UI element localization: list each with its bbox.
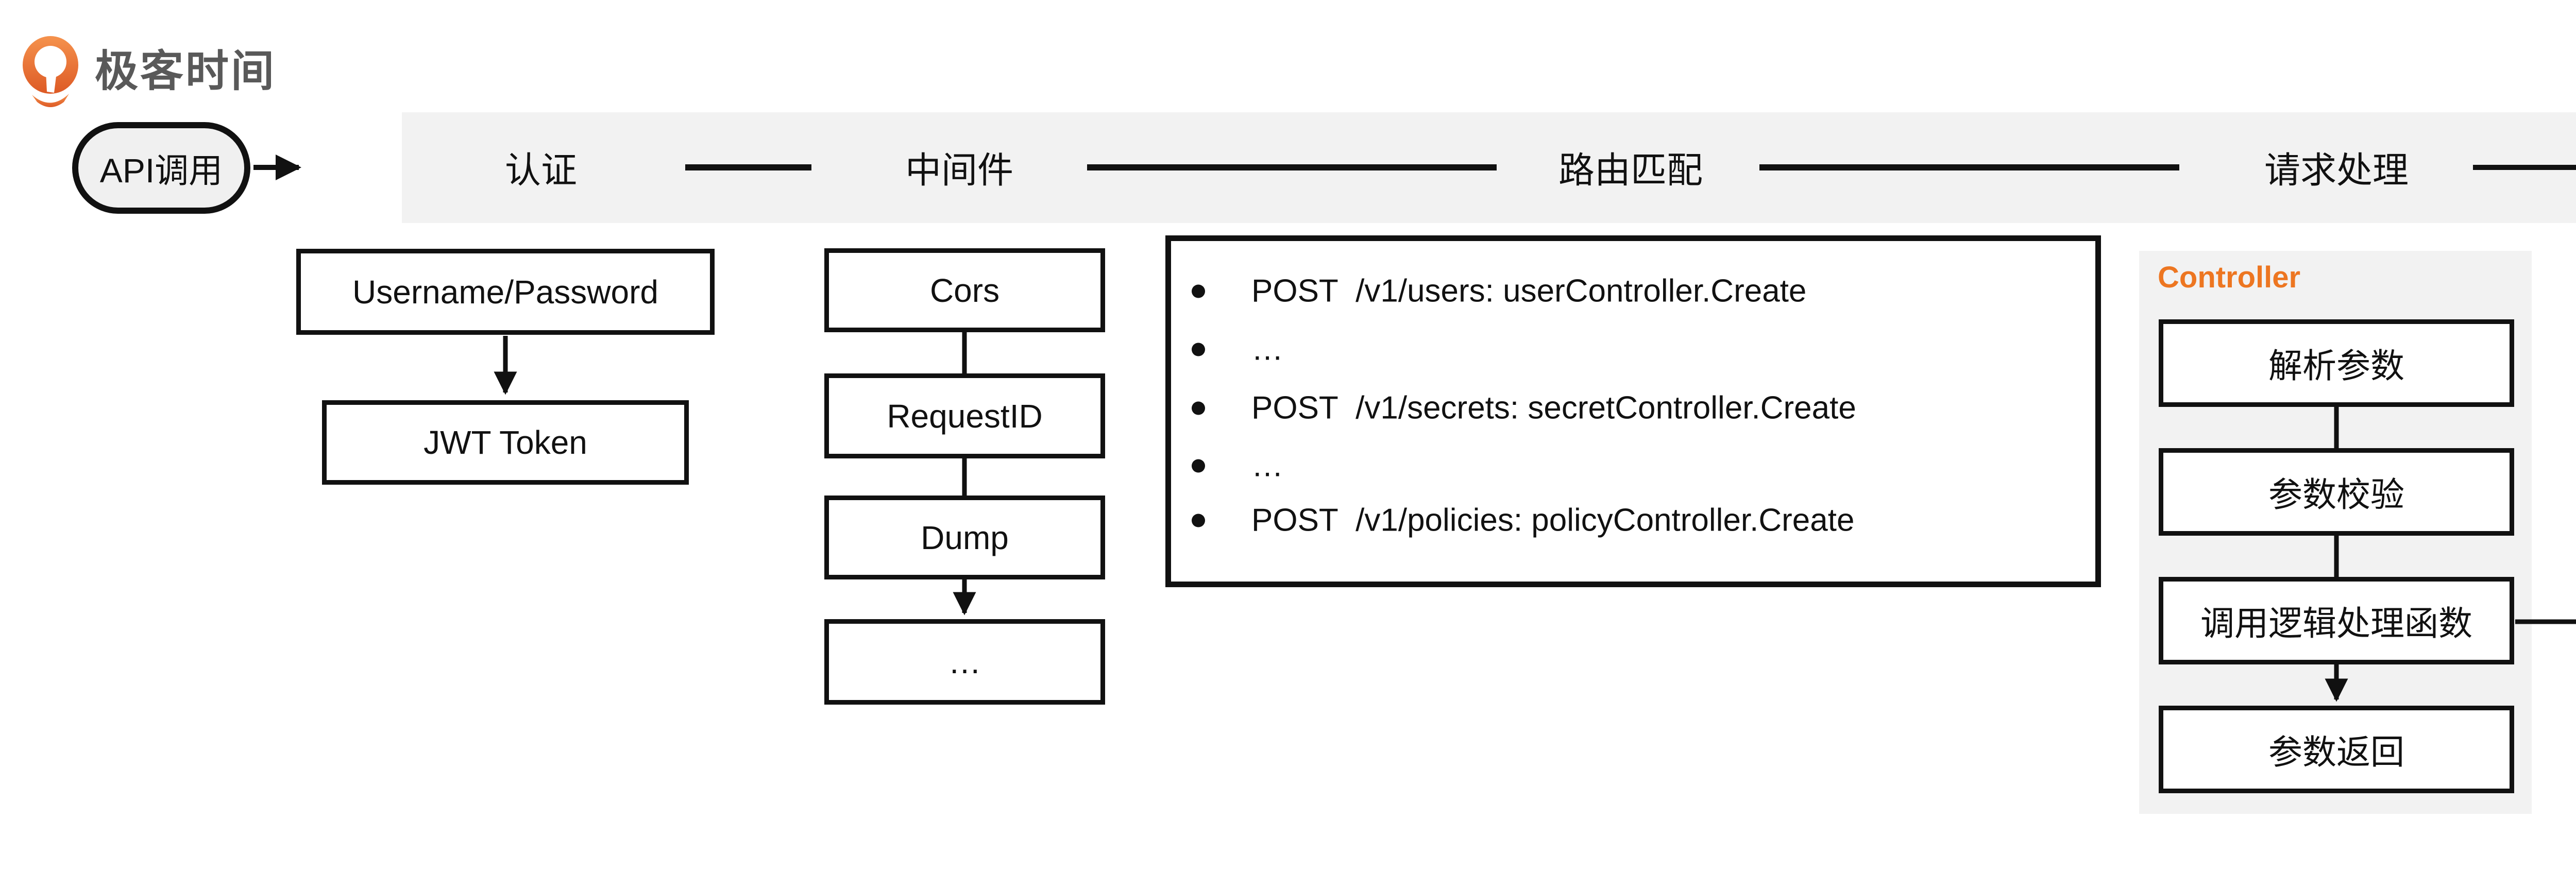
controller-panel-label: Controller	[2158, 261, 2301, 294]
middleware-box-ellipsis-label: …	[948, 643, 981, 680]
middleware-box-requestid: RequestID	[824, 373, 1105, 458]
route-item: …	[1192, 448, 1283, 484]
bullet-icon	[1192, 514, 1205, 527]
bullet-icon	[1192, 284, 1205, 298]
middleware-box-dump: Dump	[824, 496, 1105, 579]
route-text: POST /v1/secrets: secretController.Creat…	[1251, 390, 1856, 426]
auth-box-jwt-token-label: JWT Token	[423, 424, 587, 461]
auth-box-username-password: Username/Password	[296, 249, 715, 335]
route-table-box: POST /v1/users: userController.Create … …	[1165, 235, 2101, 587]
route-item: POST /v1/policies: policyController.Crea…	[1192, 502, 1854, 539]
middleware-box-requestid-label: RequestID	[887, 397, 1043, 435]
geektime-logo-icon	[23, 36, 78, 107]
brand-name: 极客时间	[95, 47, 277, 95]
bullet-icon	[1192, 343, 1205, 356]
controller-step-parse-params-label: 解析参数	[2268, 347, 2404, 385]
controller-step-parse-params: 解析参数	[2159, 319, 2514, 407]
route-text: POST /v1/users: userController.Create	[1251, 273, 1807, 309]
bullet-icon	[1192, 401, 1205, 415]
route-text: …	[1251, 331, 1283, 367]
middleware-box-cors: Cors	[824, 248, 1105, 332]
controller-step-call-logic-handler-label: 调用逻辑处理函数	[2200, 604, 2472, 642]
route-item: POST /v1/secrets: secretController.Creat…	[1192, 390, 1856, 426]
pipeline-banner	[402, 112, 2576, 223]
stage-request-handling: 请求处理	[2264, 150, 2409, 191]
controller-step-return-params: 参数返回	[2159, 706, 2514, 793]
route-text: …	[1251, 448, 1283, 484]
route-item: POST /v1/users: userController.Create	[1192, 273, 1806, 310]
middleware-box-cors-label: Cors	[929, 271, 1000, 309]
stage-middleware: 中间件	[905, 150, 1013, 191]
auth-box-username-password-label: Username/Password	[352, 273, 658, 311]
controller-step-return-params-label: 参数返回	[2268, 733, 2404, 771]
controller-step-call-logic-handler: 调用逻辑处理函数	[2159, 577, 2514, 664]
middleware-box-ellipsis: …	[824, 619, 1105, 705]
bullet-icon	[1192, 459, 1205, 472]
api-call-label: API调用	[99, 151, 223, 190]
stage-auth: 认证	[505, 150, 577, 191]
stage-route-match: 路由匹配	[1558, 150, 1703, 191]
middleware-box-dump-label: Dump	[921, 519, 1009, 556]
controller-step-validate-params-label: 参数校验	[2268, 475, 2404, 514]
geektime-logo: 极客时间	[22, 35, 276, 107]
auth-box-jwt-token: JWT Token	[322, 400, 689, 485]
controller-step-validate-params: 参数校验	[2159, 448, 2514, 536]
route-item: …	[1192, 331, 1283, 368]
api-call-node: API调用	[72, 122, 250, 214]
route-text: POST /v1/policies: policyController.Crea…	[1251, 502, 1855, 538]
